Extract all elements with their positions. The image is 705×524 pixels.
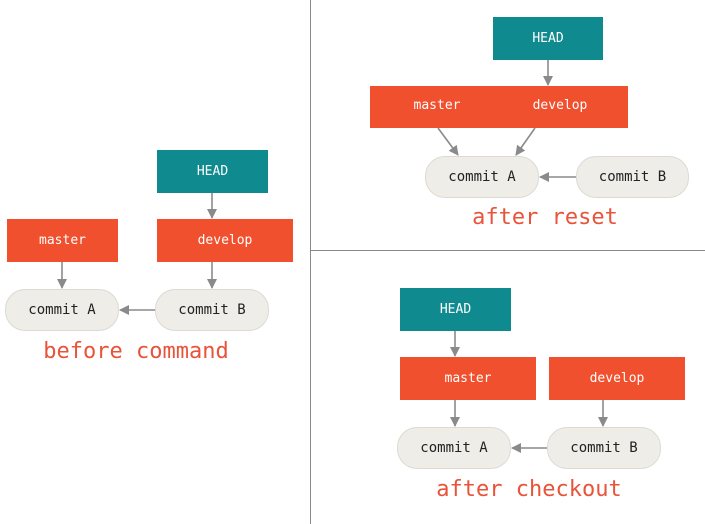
before-head-box: HEAD	[157, 150, 268, 193]
horizontal-divider	[311, 250, 705, 251]
checkout-head-box: HEAD	[400, 288, 511, 331]
reset-caption: after reset	[472, 205, 618, 230]
reset-branches-box: master develop	[370, 86, 628, 128]
checkout-commit-a: commit A	[397, 427, 511, 469]
checkout-develop-box: develop	[549, 357, 685, 400]
vertical-divider	[310, 0, 311, 524]
before-caption: before command	[43, 339, 229, 364]
checkout-caption: after checkout	[436, 477, 622, 502]
before-master-box: master	[7, 219, 118, 262]
before-commit-b: commit B	[155, 289, 269, 331]
checkout-commit-b: commit B	[547, 427, 661, 469]
reset-head-box: HEAD	[493, 17, 603, 60]
reset-commit-b: commit B	[576, 156, 689, 198]
before-commit-a: commit A	[5, 289, 119, 331]
arrow-reset-master-to-commit-a	[437, 127, 459, 156]
reset-commit-a: commit A	[425, 156, 539, 198]
reset-develop-label: develop	[532, 98, 588, 113]
before-develop-box: develop	[157, 219, 293, 262]
arrow-reset-develop-to-commit-a	[515, 127, 536, 156]
reset-master-label: master	[413, 98, 461, 113]
checkout-master-box: master	[400, 357, 536, 400]
